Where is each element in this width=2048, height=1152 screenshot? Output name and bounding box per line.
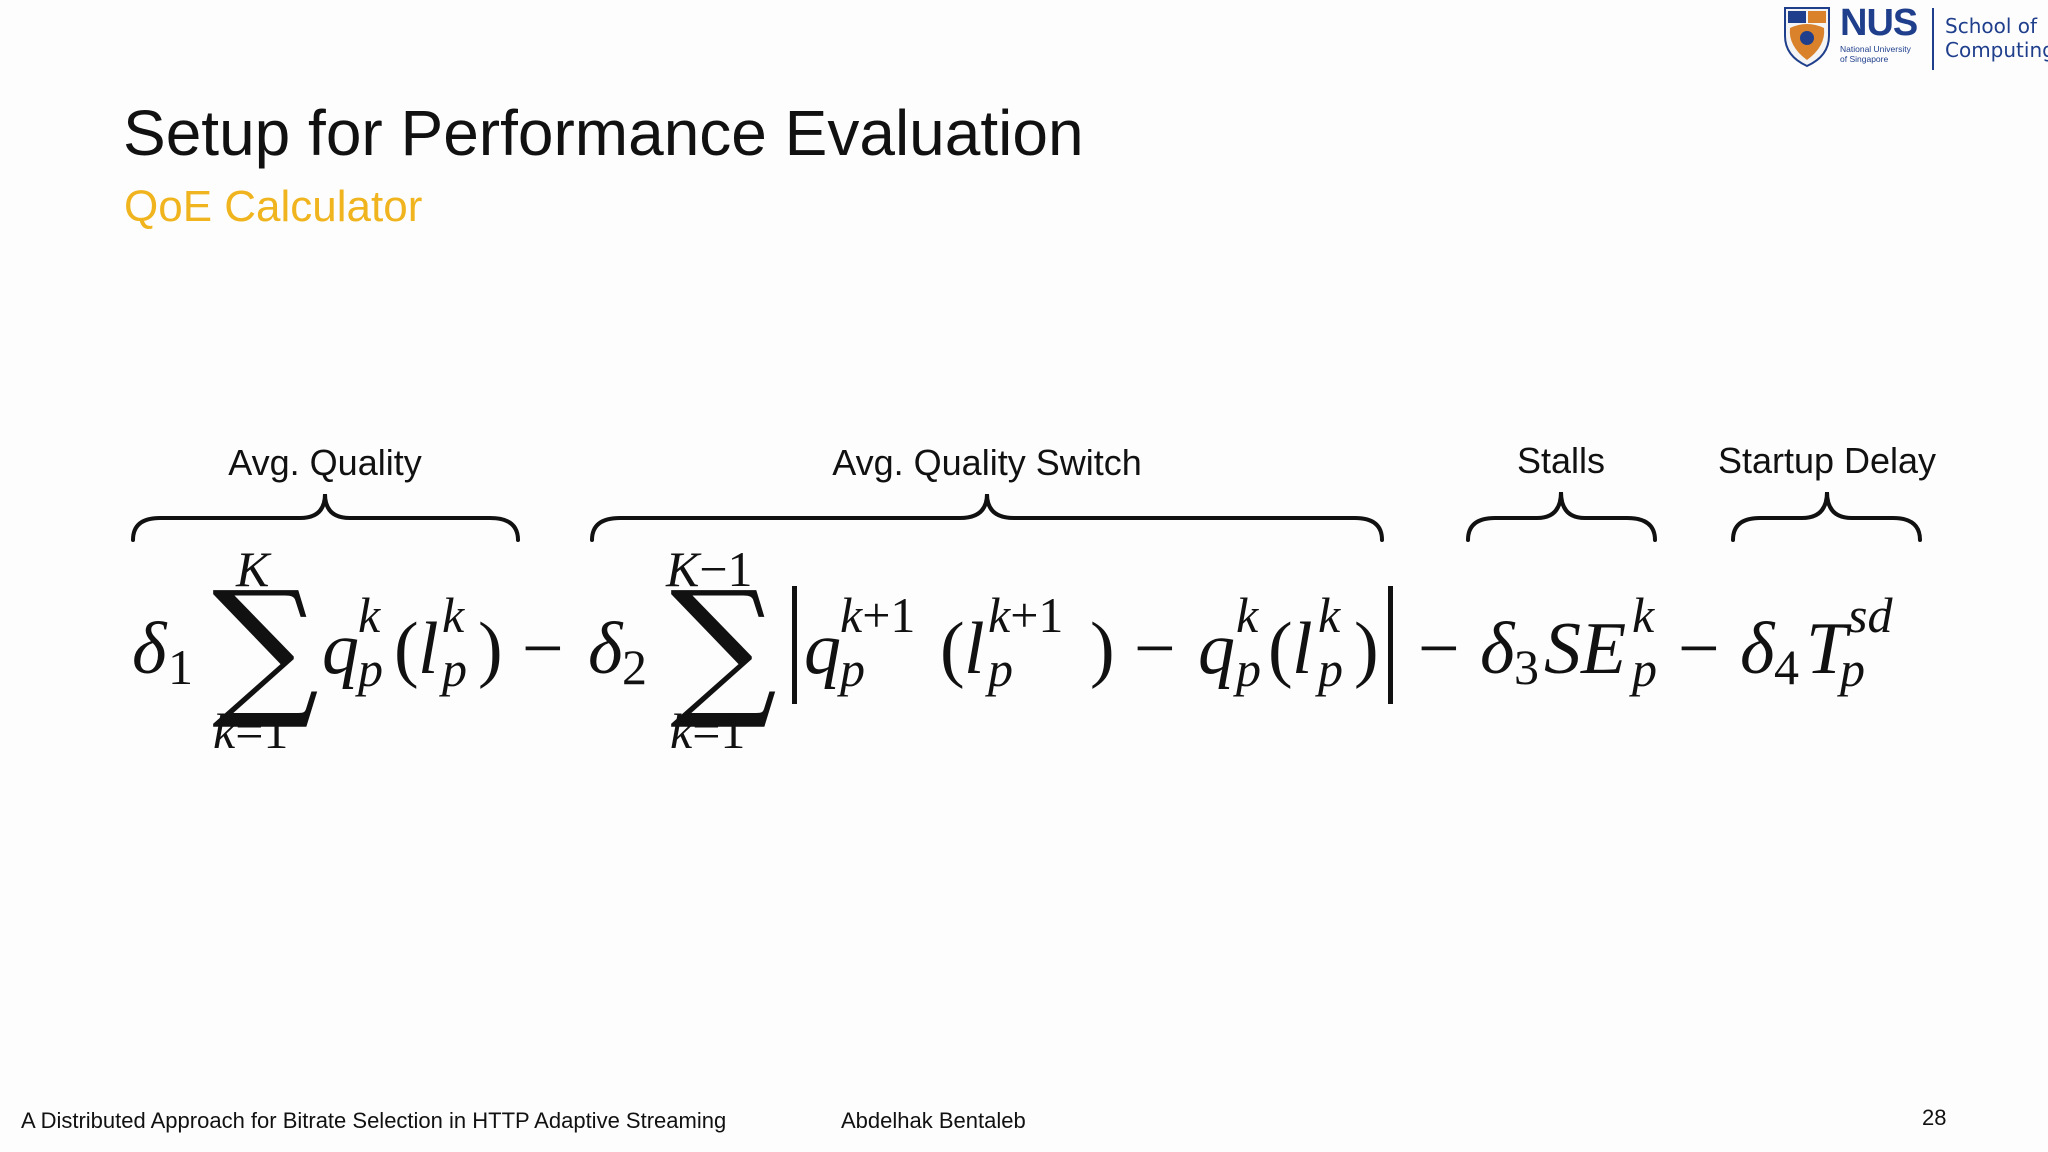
school-name-line-2: Computing (1945, 38, 2048, 62)
label-stalls: Stalls (1516, 440, 1606, 481)
nus-crest-icon (1784, 7, 1830, 68)
nus-name-line-1: National University (1840, 44, 1911, 54)
nus-wordmark: NUS (1840, 2, 1918, 44)
slide-subtitle: QoE Calculator (124, 182, 423, 231)
label-avg-quality: Avg. Quality (228, 442, 422, 483)
logo-divider (1932, 8, 1934, 70)
slide-title: Setup for Performance Evaluation (123, 97, 1084, 169)
nus-soc-logo: NUS National University of Singapore Sch… (1782, 2, 2048, 70)
brace-avg-quality (131, 493, 520, 542)
brace-stalls (1466, 491, 1657, 542)
nus-name-line-2: of Singapore (1840, 54, 1889, 64)
label-avg-quality-switch: Avg. Quality Switch (832, 442, 1142, 483)
brace-avg-quality-switch (590, 493, 1384, 542)
brace-startup-delay (1731, 491, 1922, 542)
school-name-line-1: School of (1945, 14, 2038, 38)
footer-author: Abdelhak Bentaleb (841, 1108, 1026, 1133)
page-number: 28 (1922, 1105, 1947, 1130)
label-startup-delay: Startup Delay (1717, 440, 1937, 481)
footer-presentation-title: A Distributed Approach for Bitrate Selec… (21, 1108, 727, 1133)
